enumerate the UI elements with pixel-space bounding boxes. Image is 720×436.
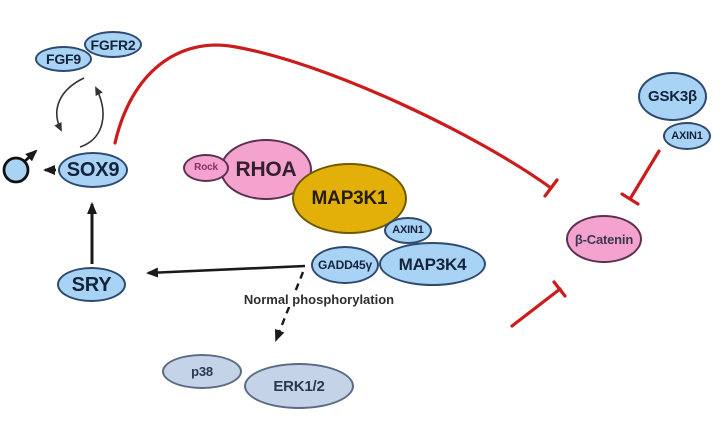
normal-phosphorylation-label: Normal phosphorylation — [238, 292, 400, 307]
node-sry: SRY — [57, 267, 126, 302]
male-symbol-circle — [2, 156, 30, 184]
node-rock: Rock — [183, 154, 229, 182]
node-fgf9: FGF9 — [35, 46, 92, 72]
inhibition-cap-sox9-to-bcatenin — [543, 178, 559, 198]
node-gsk3b: GSK3β — [638, 72, 707, 121]
inhibition-line-lower-to-bcatenin — [510, 287, 562, 328]
male-symbol-icon — [2, 149, 38, 184]
node-map3k4: MAP3K4 — [379, 242, 486, 286]
feedback-arrow-fgf9-to-sox9 — [54, 77, 85, 132]
inhibition-connectors — [113, 43, 661, 328]
inhibition-line-axin1-to-bcatenin — [628, 149, 661, 201]
inhibition-cap-lower-to-bcatenin — [552, 280, 567, 298]
activation-arrow-gadd45g-to-sry — [146, 264, 306, 278]
node-map3k1: MAP3K1 — [292, 163, 407, 234]
node-sox9: SOX9 — [58, 152, 128, 188]
node-axin1-right: AXIN1 — [663, 122, 711, 150]
inhibition-cap-axin1-to-bcatenin — [620, 192, 640, 206]
node-erk12: ERK1/2 — [244, 363, 354, 409]
node-axin1-mid: AXIN1 — [384, 217, 432, 244]
node-fgfr2: FGFR2 — [84, 31, 142, 58]
male-symbol-arrow — [24, 149, 38, 162]
node-gadd45g: GADD45γ — [311, 246, 379, 284]
node-p38: p38 — [162, 354, 242, 389]
feedback-arrow-sox9-to-fgfr2 — [79, 86, 104, 148]
node-beta-catenin: β-Catenin — [566, 215, 642, 263]
inhibition-curve-sox9-to-bcatenin — [113, 43, 553, 190]
